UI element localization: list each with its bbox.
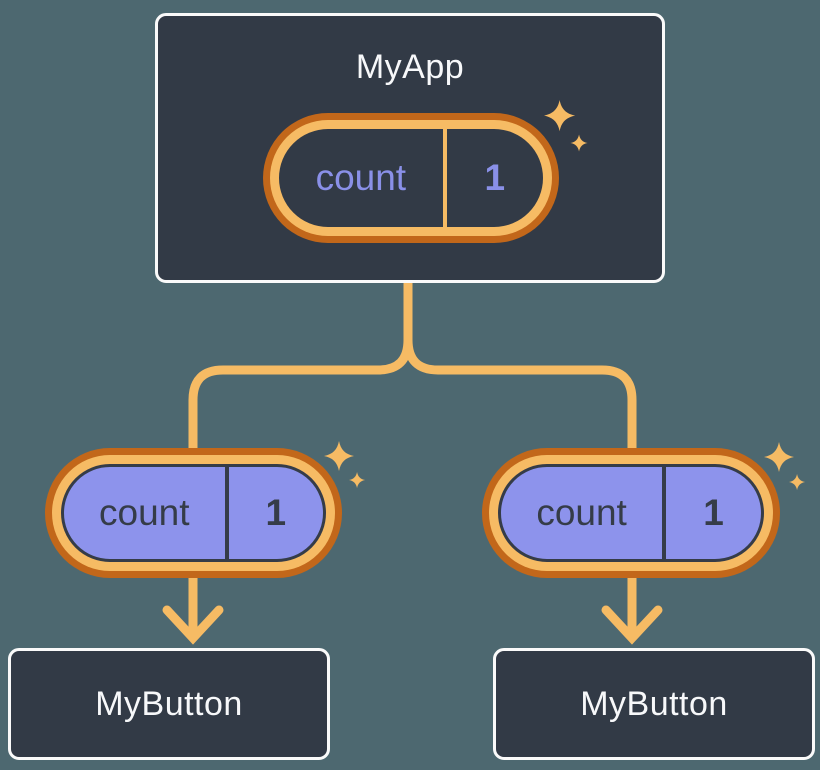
props-pill-value: 1	[703, 492, 724, 533]
sparkle-icon	[789, 474, 806, 491]
mybutton-left-title: MyButton	[95, 684, 243, 723]
props-pill-value: 1	[265, 492, 287, 533]
pill-divider	[662, 467, 667, 559]
arrow-down-icon	[601, 605, 663, 645]
sparkle-icon	[349, 472, 366, 489]
state-pill-value: 1	[484, 157, 506, 198]
arrow-down-icon	[162, 605, 224, 645]
props-pill-right: count 1	[482, 448, 780, 578]
sparkle-icon	[324, 441, 354, 471]
props-pill-ring: count 1	[489, 455, 773, 571]
state-pill-body: count 1	[279, 129, 543, 227]
sparkle-icon	[764, 442, 794, 472]
mybutton-right-component-box: MyButton	[493, 648, 815, 760]
props-pill-left: count 1	[45, 448, 342, 578]
props-pill-label: count	[99, 492, 190, 533]
state-pill-ring: count 1	[270, 120, 552, 236]
mybutton-left-component-box: MyButton	[8, 648, 330, 760]
props-pill-label: count	[536, 492, 627, 533]
props-pill-ring: count 1	[52, 455, 335, 571]
pill-divider	[442, 129, 447, 227]
props-pill-body: count 1	[498, 464, 764, 562]
mybutton-right-title: MyButton	[580, 684, 728, 723]
myapp-title: MyApp	[355, 48, 465, 86]
state-pill-label: count	[315, 157, 407, 198]
props-pill-body: count 1	[61, 464, 326, 562]
state-pill-myapp: count 1	[263, 113, 559, 243]
